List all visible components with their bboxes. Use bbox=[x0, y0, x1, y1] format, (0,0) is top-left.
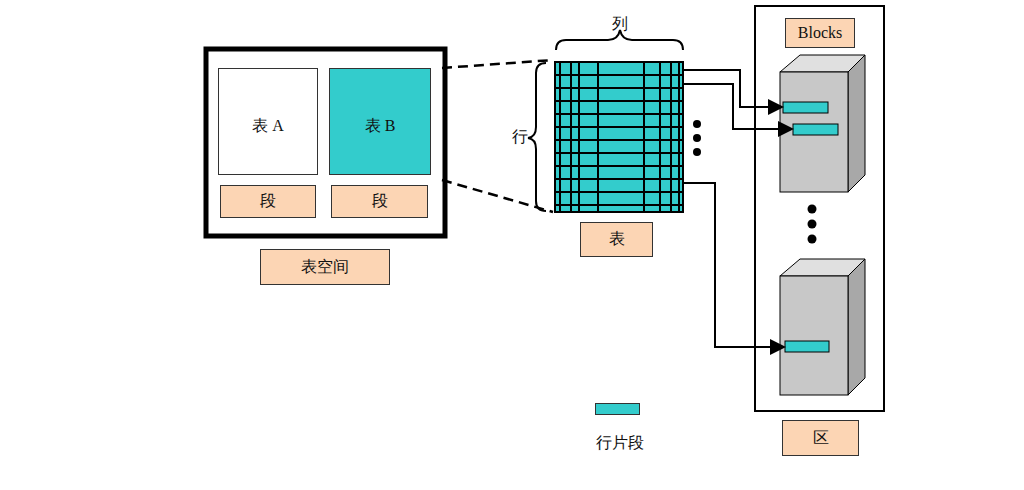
legend-swatch bbox=[595, 403, 640, 415]
tablespace-frame bbox=[206, 49, 445, 236]
legend-text: 行片段 bbox=[596, 433, 644, 454]
block-cube bbox=[780, 55, 865, 192]
table-grid bbox=[555, 62, 683, 212]
node-text: 段 bbox=[260, 191, 276, 212]
node-text: 表 A bbox=[252, 116, 284, 137]
block-cube bbox=[780, 259, 865, 395]
blocks-label: Blocks bbox=[785, 18, 855, 48]
row-arrow bbox=[683, 183, 784, 347]
axis-label: 列 bbox=[612, 14, 628, 35]
node-text: 表 bbox=[609, 229, 625, 250]
node-text: 段 bbox=[372, 191, 388, 212]
node-text: Blocks bbox=[798, 24, 842, 42]
table-label: 表 bbox=[580, 222, 653, 257]
node-text: 表空间 bbox=[301, 257, 349, 278]
axis-label: 行 bbox=[512, 127, 528, 148]
tablespace-label: 表空间 bbox=[260, 249, 390, 285]
node-text: 表 B bbox=[365, 116, 396, 137]
table-box: 表 B bbox=[329, 68, 431, 175]
row-brace bbox=[528, 63, 546, 211]
column-brace bbox=[556, 30, 683, 50]
node-text: 区 bbox=[813, 428, 829, 449]
segment-box: 段 bbox=[220, 185, 316, 218]
segment-box: 段 bbox=[331, 185, 428, 218]
extent-label: 区 bbox=[782, 420, 859, 456]
row-arrow bbox=[683, 84, 792, 129]
extent-frame bbox=[755, 6, 884, 411]
table-box: 表 A bbox=[218, 68, 318, 175]
